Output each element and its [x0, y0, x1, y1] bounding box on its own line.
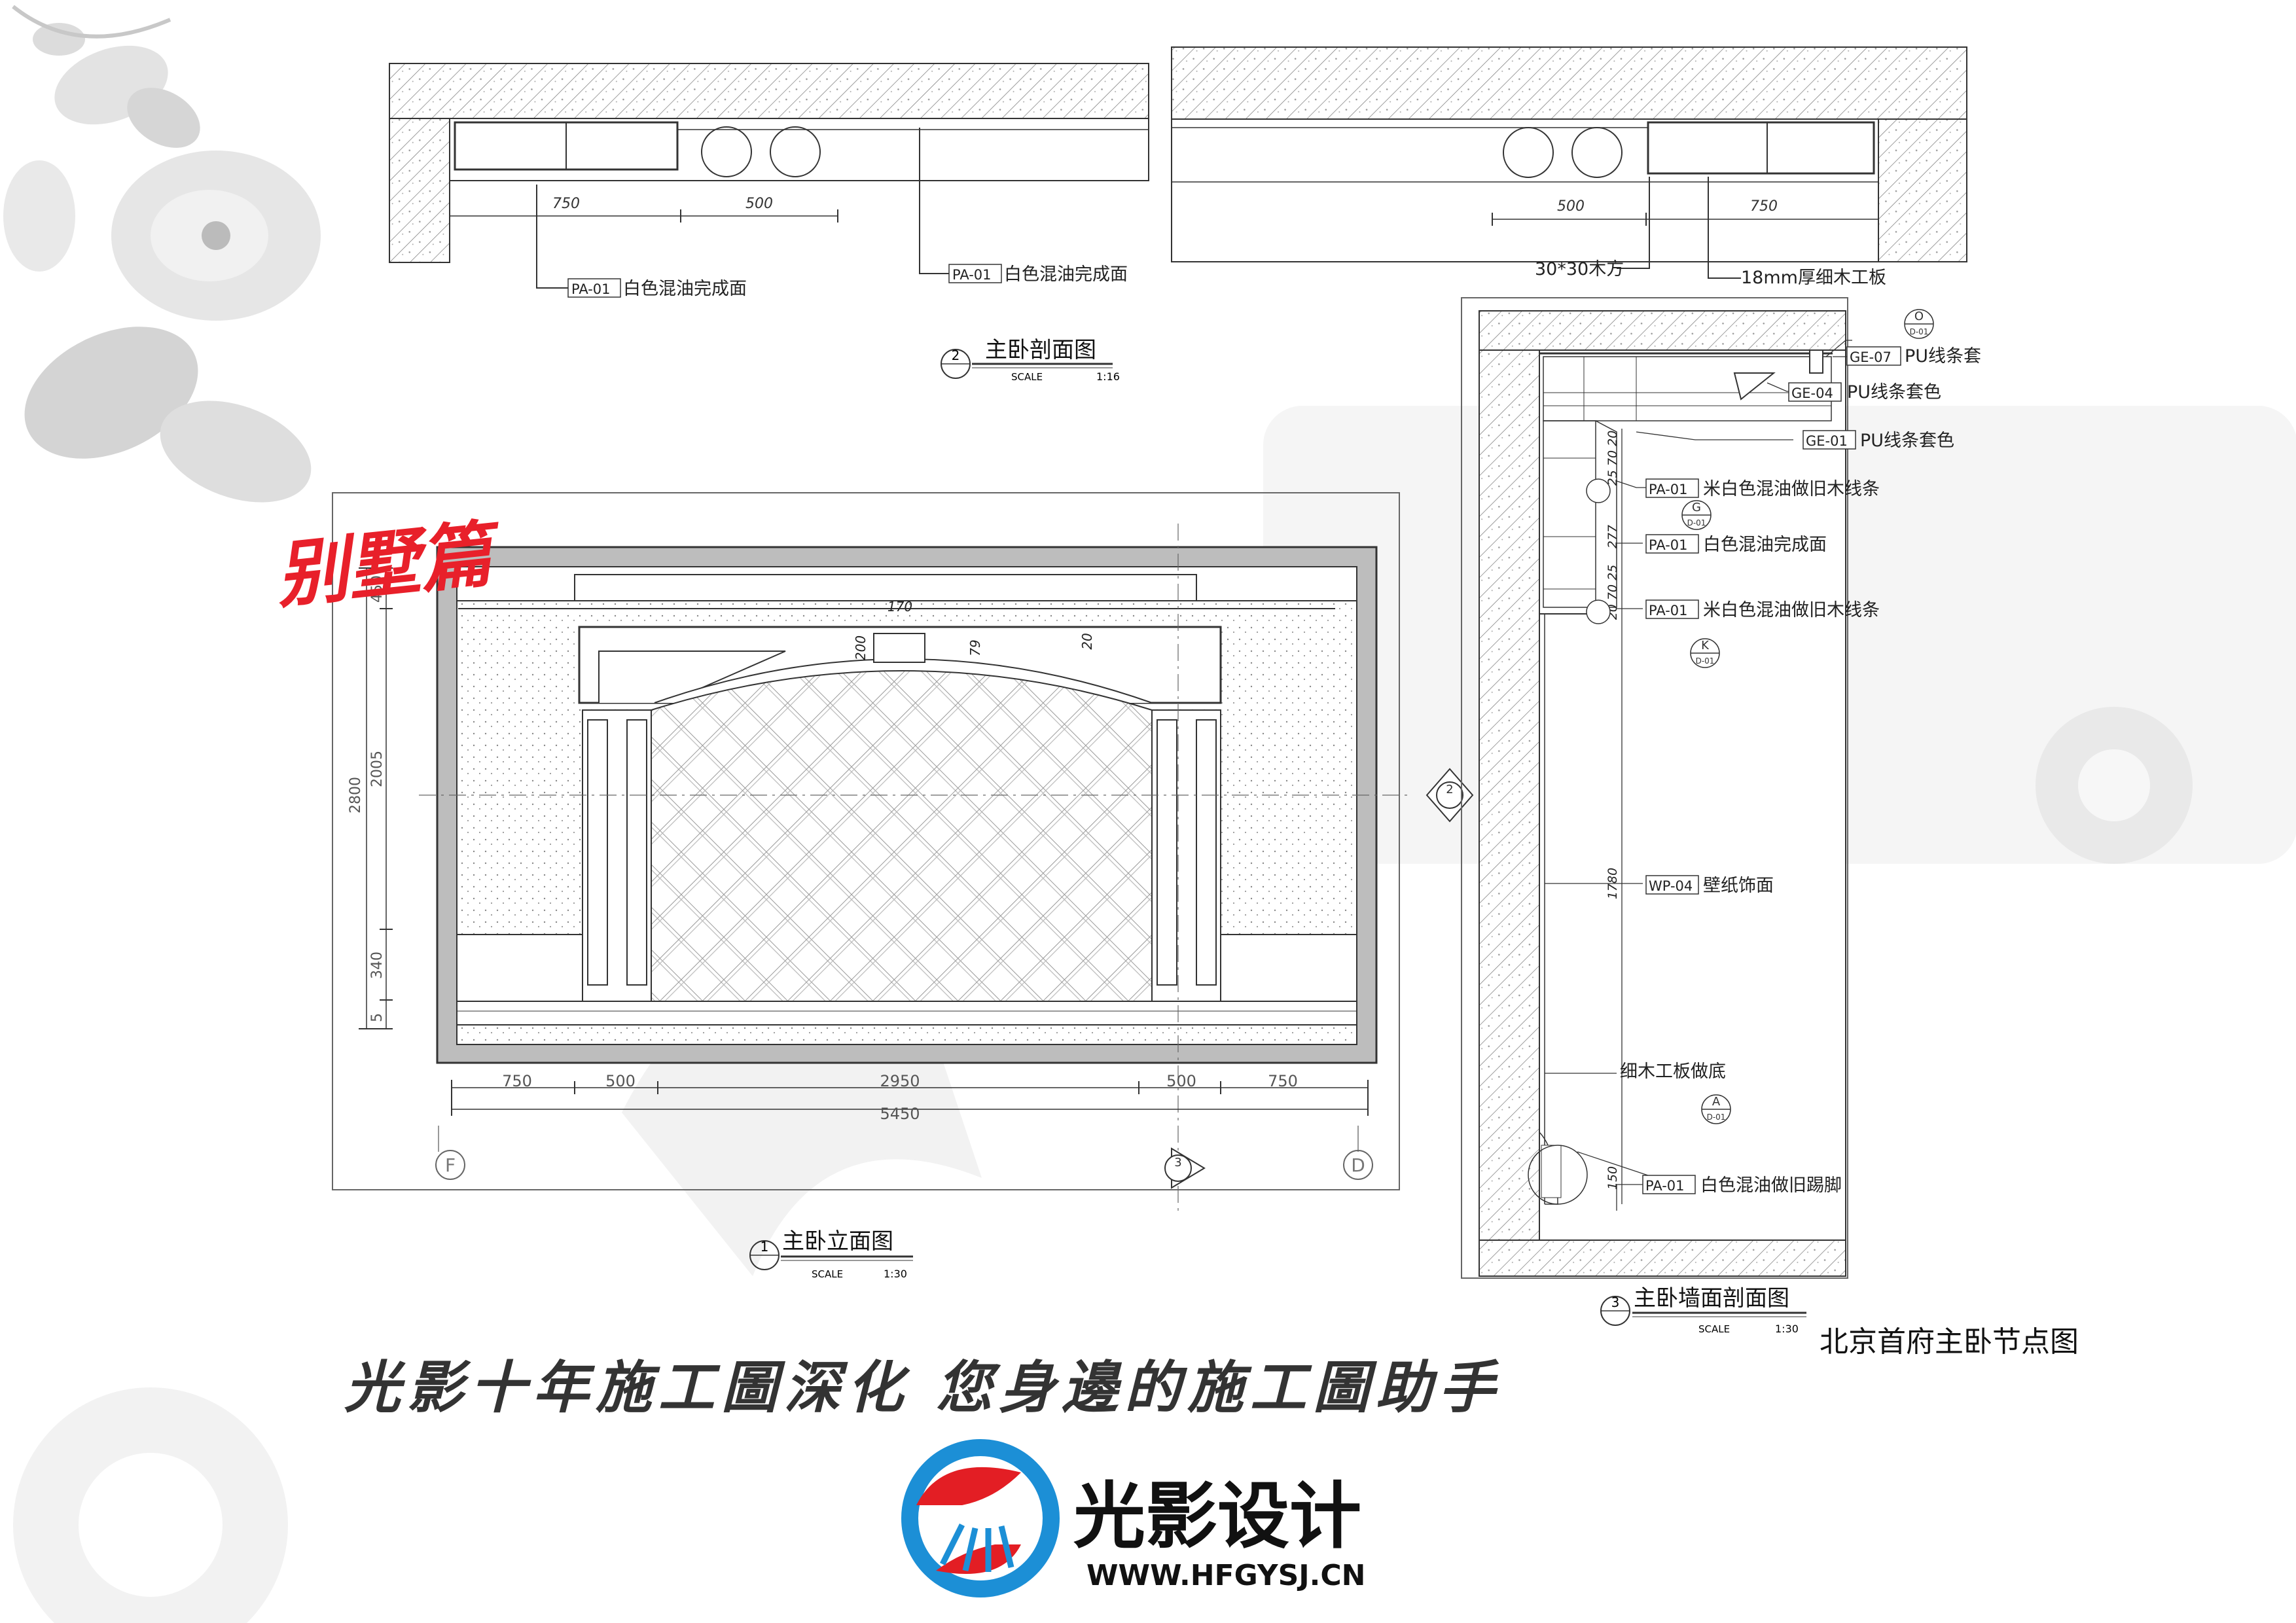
title-text: 主卧剖面图 [985, 337, 1096, 363]
marker-bottom-number: 3 [1174, 1156, 1181, 1169]
callout-sub: D-01 [1696, 656, 1715, 666]
label-text: PU线条套色 [1860, 431, 1954, 451]
scale-value: 1:30 [1775, 1323, 1799, 1335]
marker-side-number: 2 [1446, 783, 1453, 796]
label-pa01-b: PA-01 白色混油完成面 [1645, 534, 1827, 555]
elevation-bottom-dimensions: 750 500 2950 500 750 5450 [502, 1072, 1298, 1123]
dim-left-1: 450 [369, 575, 386, 603]
label-text: 白色混油完成面 [1703, 535, 1827, 555]
section-top-notes: PA-01 白色混油完成面 PA-01 白色混油完成面 30*30木方 18mm… [567, 259, 1886, 299]
label-code: PA-01 [1645, 1178, 1685, 1194]
axis-label-right: D [1351, 1154, 1365, 1176]
dim-wall-1: 25 70 20 [1605, 431, 1620, 486]
project-title: 北京首府主卧节点图 [1820, 1325, 2079, 1359]
elevation-drawing [332, 492, 1407, 1211]
wall-section-labels: GE-07 PU线条套 GE-04 PU线条套色 GE-01 PU线条套色 PA… [1620, 346, 1981, 1196]
dim-top-right-1: 500 [1557, 198, 1585, 215]
dim-left-5: 5 [369, 1013, 386, 1022]
axis-label-left: F [445, 1154, 456, 1176]
dim-top-left-2: 500 [745, 196, 773, 212]
dim-top-4: 20 [1079, 633, 1095, 649]
callout-sub: D-01 [1910, 327, 1929, 336]
dim-top-right-2: 750 [1750, 198, 1778, 215]
dim-elev-1: 750 [502, 1072, 532, 1090]
label-code: WP-04 [1649, 878, 1693, 894]
title-block-wall-section: 3 主卧墙面剖面图 SCALE 1:30 [1600, 1285, 1806, 1335]
label-text: 白色混油做旧踢脚 [1700, 1175, 1842, 1196]
label-pa01-c: PA-01 米白色混油做旧木线条 [1645, 599, 1880, 620]
note-text: 白色混油完成面 [1004, 264, 1128, 285]
title-block-section-top: 2 主卧剖面图 SCALE 1:16 [941, 337, 1120, 383]
label-code: GE-01 [1806, 433, 1848, 449]
dim-top-2: 200 [853, 635, 869, 660]
title-number: 3 [1611, 1294, 1620, 1310]
dim-wall-4: 1780 [1605, 868, 1620, 899]
label-ge01: GE-01 PU线条套色 [1803, 430, 1954, 451]
callout-letter: O [1914, 310, 1924, 323]
dim-wall-5: 150 [1605, 1166, 1620, 1190]
label-code: PA-01 [1649, 603, 1688, 618]
label-code: GE-07 [1850, 349, 1892, 365]
title-number: 2 [952, 348, 960, 363]
dim-left-4: 340 [369, 952, 386, 979]
dim-elev-2: 500 [605, 1072, 636, 1090]
callout-letter: G [1692, 501, 1701, 514]
dim-top-3: 79 [967, 639, 983, 656]
note-text: 18mm厚细木工板 [1741, 268, 1886, 288]
dim-left-3: 2800 [348, 777, 364, 813]
section-top-dimensions: 750 500 500 750 [552, 196, 1778, 215]
callout-letter: A [1712, 1095, 1721, 1109]
dim-wall-2: 277 [1605, 525, 1620, 548]
note-code: PA-01 [571, 281, 611, 297]
label-code: GE-04 [1791, 385, 1833, 401]
note-code: PA-01 [952, 267, 992, 283]
title-text: 主卧墙面剖面图 [1634, 1285, 1789, 1311]
label-ge07: GE-07 PU线条套 [1846, 346, 1981, 366]
dim-left-2: 2005 [369, 751, 386, 787]
elevation-left-dimensions: 450 2005 2800 340 5 [348, 575, 386, 1022]
wall-section-drawing [1461, 297, 1852, 1279]
section-drawing-top [389, 46, 1967, 289]
callout-letter: K [1701, 639, 1710, 652]
label-code: PA-01 [1649, 537, 1688, 553]
dim-top-left-1: 750 [552, 196, 580, 212]
brand-logo-icon [901, 1439, 1060, 1597]
scale-label: SCALE [1011, 371, 1043, 383]
callout-sub: D-01 [1707, 1113, 1726, 1122]
label-text: PU线条套色 [1847, 382, 1941, 402]
label-text: 壁纸饰面 [1703, 876, 1774, 896]
dim-elev-5: 750 [1268, 1072, 1298, 1090]
elevation-top-dimensions: 170 200 79 20 [853, 599, 1095, 660]
label-pa01-skirting: PA-01 白色混油做旧踢脚 [1642, 1175, 1842, 1196]
flower-decoration [3, 5, 321, 503]
label-text: PU线条套 [1905, 346, 1981, 366]
note-text: 30*30木方 [1535, 259, 1624, 279]
note-text: 白色混油完成面 [623, 279, 747, 299]
slogan: 光影十年施工圖深化 您身邊的施工圖助手 [344, 1355, 1501, 1421]
wall-section-callouts: O D-01 G D-01 K D-01 A D-01 [1528, 309, 1934, 1205]
label-plywood-base: 细木工板做底 [1620, 1061, 1726, 1082]
scale-label: SCALE [1698, 1323, 1730, 1335]
callout-sub: D-01 [1687, 518, 1706, 527]
label-text: 米白色混油做旧木线条 [1703, 479, 1880, 499]
scale-value: 1:30 [884, 1268, 907, 1280]
label-wp04: WP-04 壁纸饰面 [1645, 875, 1774, 896]
label-code: PA-01 [1649, 482, 1688, 497]
label-pa01-a: PA-01 米白色混油做旧木线条 [1645, 478, 1880, 499]
label-ge04: GE-04 PU线条套色 [1788, 382, 1941, 402]
dim-elev-3: 2950 [880, 1072, 920, 1090]
dim-elev-4: 500 [1166, 1072, 1196, 1090]
dim-top-1: 170 [888, 599, 912, 615]
scale-value: 1:16 [1096, 370, 1120, 383]
dim-elev-total: 5450 [880, 1105, 920, 1123]
scale-label: SCALE [812, 1268, 843, 1280]
title-block-elevation: 1 主卧立面图 SCALE 1:30 [749, 1228, 913, 1280]
title-text: 主卧立面图 [782, 1228, 893, 1255]
title-number: 1 [761, 1239, 769, 1255]
label-text: 米白色混油做旧木线条 [1703, 600, 1880, 620]
brand-name: 光影设计 [1073, 1474, 1361, 1558]
brand-url: WWW.HFGYSJ.CN [1086, 1559, 1366, 1592]
